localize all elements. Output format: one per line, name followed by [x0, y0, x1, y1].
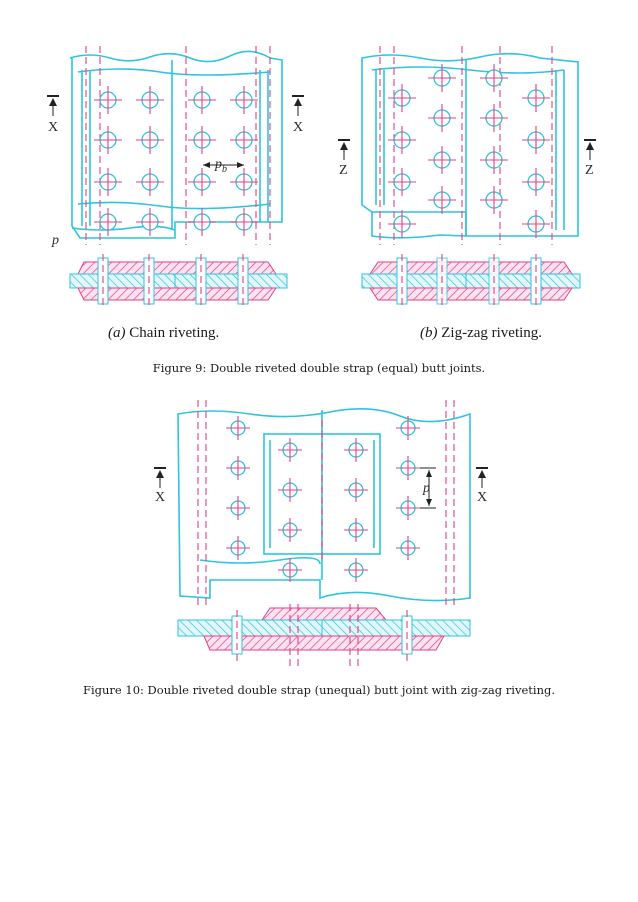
svg-text:pb: pb	[214, 157, 227, 175]
fig10-label-x-left: X	[155, 490, 165, 505]
figure-10-section	[177, 604, 471, 666]
fig10-label-x-right: X	[477, 490, 487, 505]
subcaption-a: (a) Chain riveting.	[108, 325, 219, 342]
figure-9b-plan	[361, 46, 579, 245]
figure-10-caption: Figure 10: Double riveted double strap (…	[83, 683, 555, 697]
subcaption-a-text: Chain riveting.	[129, 325, 220, 341]
fig10-section-marker-right: X	[476, 467, 488, 505]
subcaption-b-text: Zig-zag riveting.	[441, 325, 543, 341]
pitch-label-a: p	[51, 233, 59, 248]
section-marker-z-right: Z	[584, 139, 596, 178]
figure-9b-rivets	[388, 64, 550, 238]
figure-9a-rivets	[94, 86, 258, 236]
subcaption-b: (b) Zig-zag riveting.	[420, 325, 542, 342]
section-label-x-left: X	[48, 120, 58, 135]
figure-9a-section	[69, 254, 288, 308]
figure-9b-section	[361, 254, 581, 308]
figure-10-rivets	[226, 416, 420, 582]
pitch-b-sub: b	[222, 164, 227, 175]
section-label-z-right: Z	[585, 163, 594, 178]
section-marker-z-left: Z	[338, 139, 350, 178]
figure-9-caption: Figure 9: Double riveted double strap (e…	[152, 361, 486, 375]
figure-9a-plan	[69, 46, 283, 245]
pitch-dimension: pb	[203, 157, 244, 175]
section-label-z-left: Z	[339, 163, 348, 178]
fig10-section-marker-left: X	[154, 467, 166, 505]
subcaption-b-label: (b)	[420, 325, 438, 341]
pitch-b-label: p	[214, 157, 222, 172]
section-label-x-right: X	[293, 120, 303, 135]
fig10-pitch-label: p	[422, 481, 430, 496]
figure-10-plan	[177, 400, 471, 605]
fig10-pitch-dimension: p	[420, 467, 436, 509]
subcaption-a-label: (a)	[108, 325, 126, 341]
section-marker-right: X	[292, 95, 304, 135]
section-marker-left: X	[47, 95, 59, 135]
